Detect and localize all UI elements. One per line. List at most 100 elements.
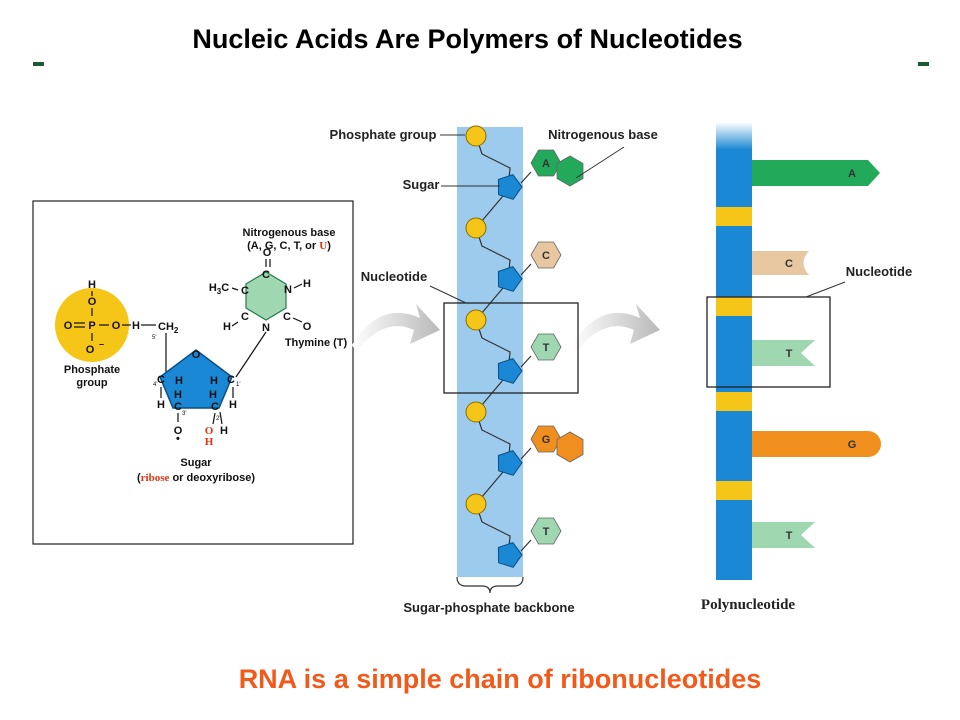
base-n1: N — [262, 322, 270, 334]
phosphate-circle — [55, 288, 129, 362]
base-c2: C — [283, 311, 291, 323]
atom-o-left: O — [64, 320, 73, 332]
base-o4: O — [263, 247, 272, 259]
strand-base-link — [520, 355, 532, 368]
pos-5-label: 5' — [152, 335, 156, 341]
strand-phosphate — [465, 493, 487, 515]
nucleotide-box — [443, 302, 579, 394]
base-methyl: H3C — [209, 282, 229, 296]
atom-o-upper: O — [88, 296, 97, 308]
charge-minus: – — [99, 339, 104, 349]
poly-nucleotide-label: Nucleotide — [846, 264, 912, 279]
strand-sugar — [497, 266, 523, 292]
pole-phosphate-band — [716, 207, 752, 226]
strand-phosphate — [465, 309, 487, 331]
sugar-sublabel: (ribose or deoxyribose) — [137, 472, 255, 484]
strand-base-letter: G — [542, 434, 551, 446]
strand-base-letter: C — [542, 250, 550, 262]
atom-h-link: H — [132, 320, 140, 332]
sugar-o3: O — [174, 425, 183, 437]
strand-phosphate — [465, 125, 487, 147]
strand-base-link — [520, 171, 532, 184]
sugar-c2: C — [211, 401, 219, 413]
sugar-c4: C — [157, 374, 165, 386]
base-h6: H — [223, 321, 231, 333]
backbone-bracket — [456, 576, 524, 594]
base-n3: N — [284, 284, 292, 296]
backbone-label: Sugar-phosphate backbone — [403, 600, 574, 615]
strand-phosphate — [465, 217, 487, 239]
pole-phosphate-band — [716, 392, 752, 411]
pole-phosphate-band — [716, 297, 752, 316]
strand-base-letter: A — [542, 158, 550, 170]
poly-base-g — [752, 431, 881, 457]
left-accent-dash — [33, 62, 44, 66]
strand-sugar — [497, 358, 523, 384]
strand-base-link — [520, 263, 532, 276]
sugar-pentagon — [159, 349, 233, 409]
base-c6: C — [241, 311, 249, 323]
strand-base — [530, 517, 562, 545]
nucleotide-label-strand: Nucleotide — [361, 269, 427, 284]
thymine-label: Thymine (T) — [285, 337, 348, 349]
sugar-h1: H — [210, 375, 218, 387]
strand-base-ring2 — [556, 431, 584, 463]
oh-o: O — [205, 425, 214, 437]
nitrogenous-base-label: Nitrogenous base — [548, 127, 658, 142]
base-h3: H — [303, 278, 311, 290]
pos-3-label: 3' — [182, 411, 186, 417]
sugar-ring-o: O — [192, 349, 201, 361]
strand-base-ring2 — [556, 155, 584, 187]
slide-caption: RNA is a simple chain of ribonucleotides — [238, 664, 762, 694]
polynucleotide-label: Polynucleotide — [701, 597, 796, 613]
strand-base — [530, 241, 562, 269]
base-hexagon — [245, 271, 287, 321]
strand-sugar — [497, 450, 523, 476]
sugar-label: Sugar — [180, 457, 212, 469]
poly-base-letter: T — [786, 530, 793, 542]
pole-top-fade — [716, 122, 752, 150]
strand-sugar — [497, 542, 523, 568]
phosphate-group-line2: group — [76, 377, 107, 389]
base-c4: C — [262, 269, 270, 281]
strand-phosphate — [465, 401, 487, 423]
phosphate-group-label: Phosphate group — [330, 127, 437, 142]
poly-base-a — [752, 160, 880, 186]
base-label-line2: (A, G, C, T, or U) — [247, 240, 331, 252]
strand-base-link — [520, 539, 532, 552]
base-label-line1: Nitrogenous base — [243, 227, 336, 239]
pos-4-label: 4' — [153, 382, 157, 388]
atom-o-lower: O — [86, 344, 95, 356]
sugar-h-right: H — [229, 399, 237, 411]
strand-base — [530, 425, 562, 453]
sugar-h4: H — [175, 375, 183, 387]
strand-sugar — [497, 174, 523, 200]
poly-nucleotide-box — [706, 296, 831, 388]
right-accent-dash — [918, 62, 929, 66]
poly-base-t — [752, 522, 815, 548]
pos-2-label: 2' — [216, 416, 220, 422]
poly-base-letter: G — [848, 439, 857, 451]
poly-base-letter: C — [785, 258, 793, 270]
strand-base — [530, 333, 562, 361]
poly-base-t — [752, 340, 815, 366]
pole-bands — [716, 207, 752, 500]
sugar-o-charge: • — [176, 433, 180, 445]
pos-1-label: 1' — [236, 382, 240, 388]
sugar-h2-lower: H — [220, 425, 228, 437]
base-c5: C — [241, 285, 249, 297]
strand-base-link — [520, 447, 532, 460]
sugar-h-left: H — [157, 399, 165, 411]
atom-o-right: O — [112, 320, 121, 332]
curved-arrow-left — [352, 304, 440, 352]
slide-title: Nucleic Acids Are Polymers of Nucleotide… — [192, 24, 743, 54]
strand-base-letter: T — [543, 342, 550, 354]
sugar-h3: H — [174, 389, 182, 401]
atom-p: P — [88, 320, 95, 332]
pole-phosphate-band — [716, 481, 752, 500]
nucleotide-structure-panel: H O P O O O – H CH2 5' Phosphate group — [32, 200, 354, 545]
